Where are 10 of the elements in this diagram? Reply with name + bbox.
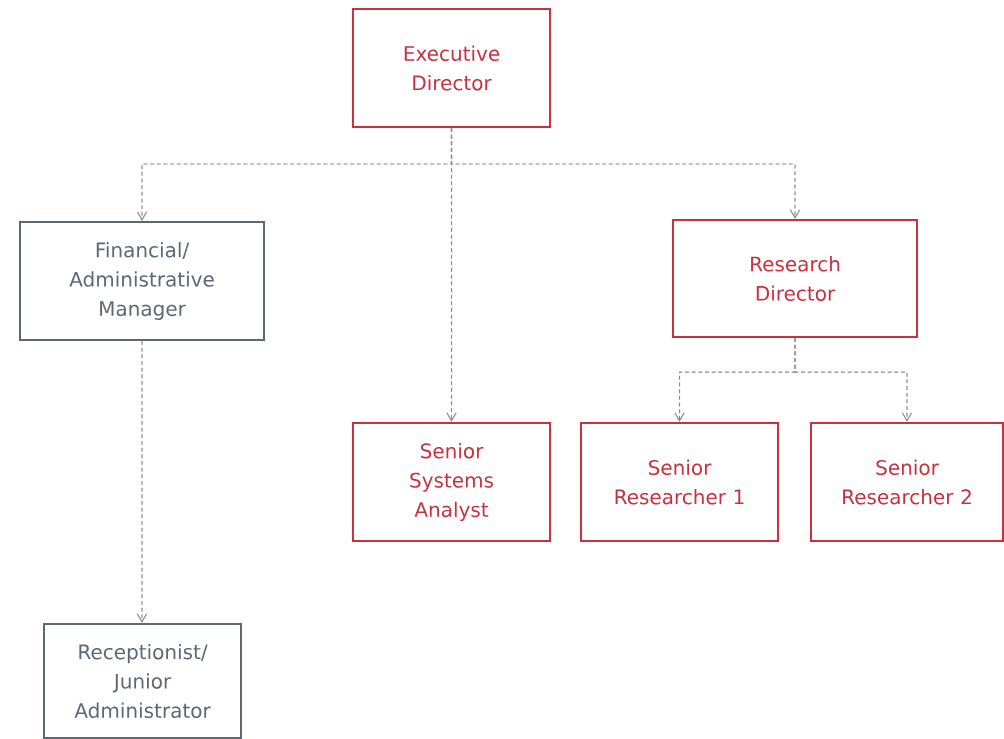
org-box: Senior Researcher 1	[579, 422, 780, 542]
org-box: Senior Researcher 2	[810, 422, 1004, 542]
connector-arrow	[794, 337, 913, 422]
org-box: Receptionist/ Junior Administrator	[42, 623, 243, 739]
org-box: Financial/ Administrative Manager	[19, 221, 265, 341]
connector-arrow	[136, 340, 148, 623]
connector-arrow	[450, 127, 801, 219]
org-box: Research Director	[672, 218, 918, 339]
org-box: Senior Systems Analyst	[351, 422, 552, 542]
org-box: Executive Director	[351, 8, 552, 128]
